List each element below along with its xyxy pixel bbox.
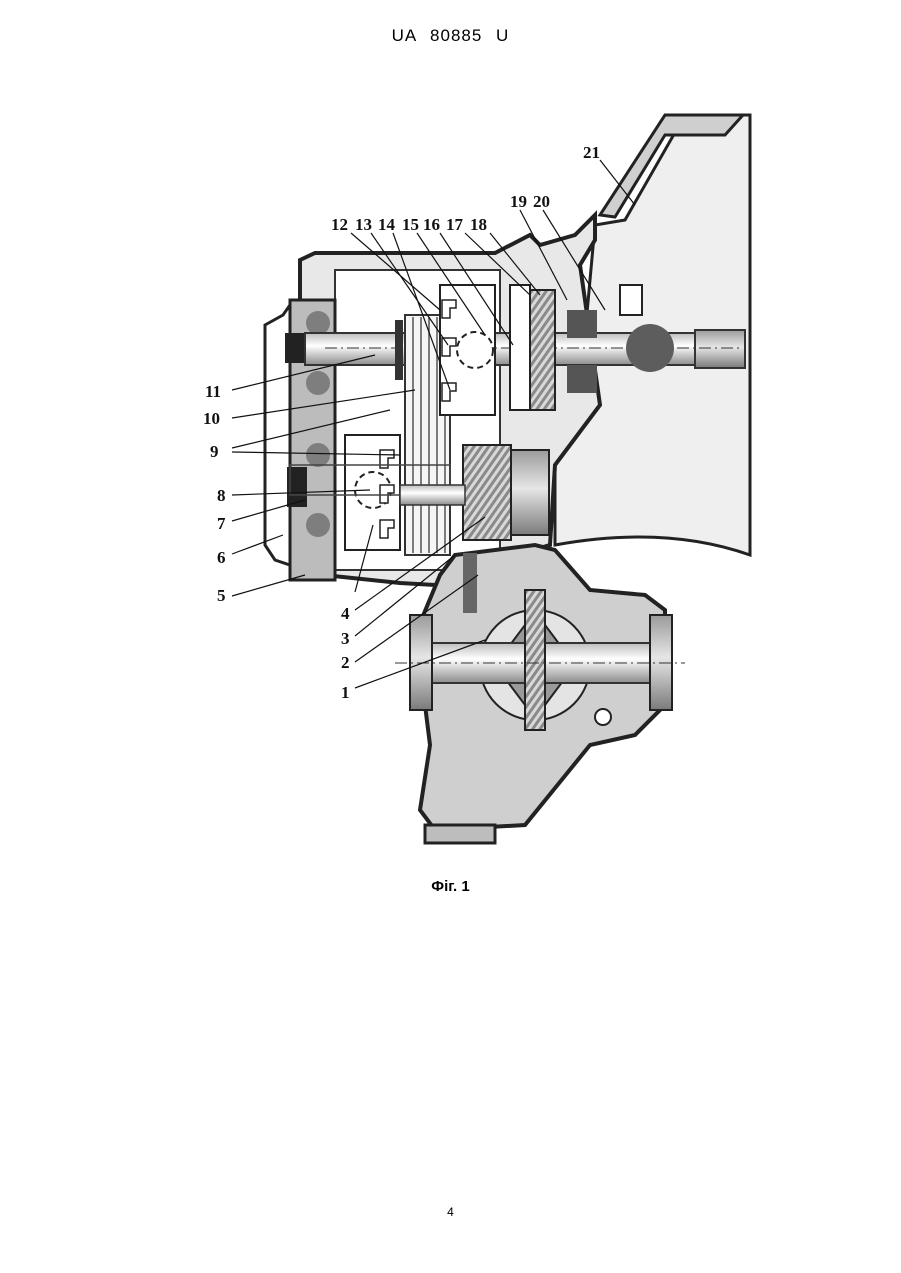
- label-13: 13: [355, 215, 372, 234]
- label-3: 3: [341, 629, 350, 648]
- label-18: 18: [470, 215, 487, 234]
- label-5: 5: [217, 586, 226, 605]
- label-12: 12: [331, 215, 348, 234]
- gearbox-cross-section: 1 2 3 4 5 6 7 8 9 10 11 12 13 14 15 16 1…: [195, 105, 765, 850]
- label-8: 8: [217, 486, 226, 505]
- label-6: 6: [217, 548, 226, 567]
- label-7: 7: [217, 514, 226, 533]
- label-16: 16: [423, 215, 440, 234]
- label-15: 15: [402, 215, 419, 234]
- helical-gear-lower: [463, 445, 511, 540]
- label-4: 4: [341, 604, 350, 623]
- label-10: 10: [203, 409, 220, 428]
- page-number: 4: [0, 1205, 901, 1219]
- label-19: 19: [510, 192, 527, 211]
- label-2: 2: [341, 653, 350, 672]
- helical-gear-upper: [530, 290, 555, 410]
- label-14: 14: [378, 215, 396, 234]
- label-17: 17: [446, 215, 464, 234]
- label-20: 20: [533, 192, 550, 211]
- label-11: 11: [205, 382, 221, 401]
- figure-caption: Фіг. 1: [0, 878, 901, 895]
- label-1: 1: [341, 683, 350, 702]
- patent-number: UA 80885 U: [0, 26, 901, 46]
- label-9: 9: [210, 442, 219, 461]
- label-21: 21: [583, 143, 600, 162]
- technical-drawing: 1 2 3 4 5 6 7 8 9 10 11 12 13 14 15 16 1…: [195, 105, 765, 850]
